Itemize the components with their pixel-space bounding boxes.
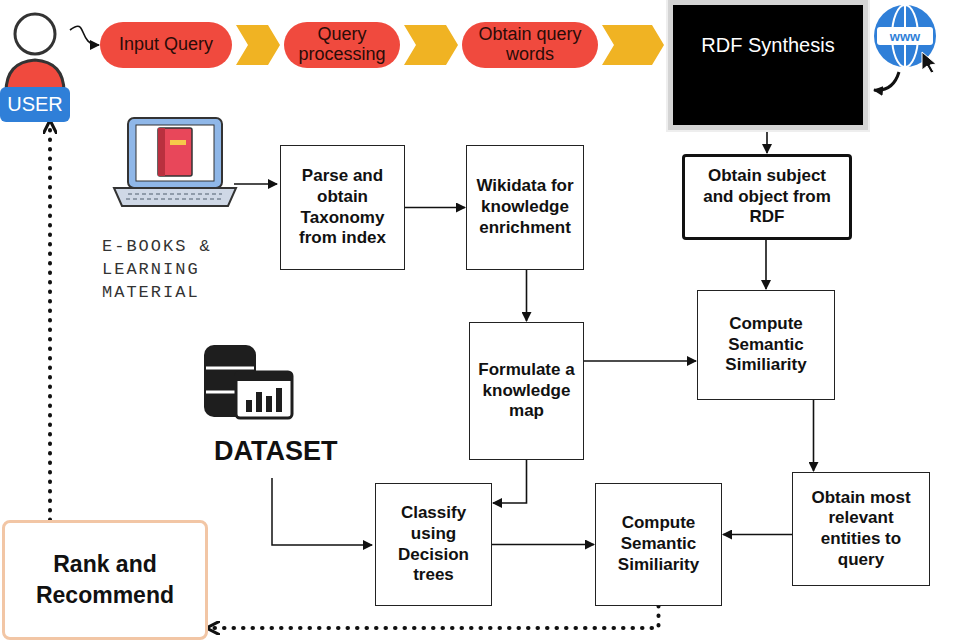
- icon-label: www: [890, 29, 920, 44]
- arrow-connector: [70, 26, 99, 45]
- arrow-connector: [526, 270, 528, 321]
- arrow-connector: [766, 130, 768, 153]
- node-text: Obtain subject and object from RDF: [691, 166, 843, 228]
- caption-label: E-BOOKS & LEARNING MATERIAL: [102, 236, 232, 305]
- arrow-connector: [492, 544, 594, 546]
- node-text: Obtain query words: [472, 25, 588, 65]
- process-box: Wikidata for knowledge enrichment: [466, 145, 584, 270]
- rdf-screen: RDF Synthesis: [668, 0, 868, 130]
- user-figure: USER: [0, 0, 70, 122]
- dotted-connector: [48, 123, 52, 520]
- icon-label: DATASET: [214, 436, 338, 467]
- process-pill: Query processing: [284, 22, 400, 68]
- node-text: Classify using Decision trees: [382, 503, 485, 586]
- node-text: Input Query: [119, 35, 213, 55]
- node-text: Wikidata for knowledge enrichment: [473, 176, 577, 238]
- arrow-connector: [765, 240, 767, 289]
- process-pill: Obtain query words: [462, 22, 598, 68]
- icon-label: www: [890, 29, 920, 44]
- arrow-connector: [584, 360, 696, 362]
- process-box: Classify using Decision trees: [375, 483, 492, 606]
- chevron-arrow: [236, 25, 280, 65]
- globe-icon: [874, 5, 936, 90]
- node-text: Compute Semantic Similiarity: [602, 513, 715, 575]
- laptop-icon: [114, 118, 277, 206]
- icon-label: DATASET: [214, 436, 338, 467]
- arrow-connector: [493, 460, 527, 503]
- arrow-connector: [723, 534, 792, 536]
- node-text: Parse and obtain Taxonomy from index: [287, 166, 398, 249]
- caption-label: E-BOOKS & LEARNING MATERIAL: [102, 236, 232, 305]
- process-box: Parse and obtain Taxonomy from index: [280, 145, 405, 270]
- node-text: Rank and Recommend: [13, 549, 197, 611]
- process-box: Compute Semantic Similiarity: [697, 290, 835, 400]
- node-text: Compute Semantic Similiarity: [704, 314, 828, 376]
- arrow-connector: [405, 207, 465, 209]
- chevron-arrow: [404, 25, 458, 65]
- process-box: Formulate a knowledge map: [469, 322, 584, 460]
- node-text: RDF Synthesis: [701, 33, 834, 58]
- chevron-arrow: [602, 25, 664, 65]
- dotted-connector: [209, 606, 659, 628]
- process-pill: Input Query: [100, 22, 232, 68]
- output-box: Rank and Recommend: [2, 520, 208, 640]
- node-text: USER: [0, 87, 70, 122]
- arrow-connector: [813, 400, 815, 471]
- process-box: Obtain most relevant entities to query: [792, 472, 930, 586]
- node-text: Query processing: [294, 25, 390, 65]
- node-text: Obtain most relevant entities to query: [799, 488, 923, 571]
- node-text: Formulate a knowledge map: [476, 360, 577, 422]
- user-icon: [6, 14, 64, 92]
- process-box: Compute Semantic Similiarity: [595, 483, 722, 606]
- process-box: Obtain subject and object from RDF: [682, 154, 852, 240]
- database-icon: [204, 345, 372, 545]
